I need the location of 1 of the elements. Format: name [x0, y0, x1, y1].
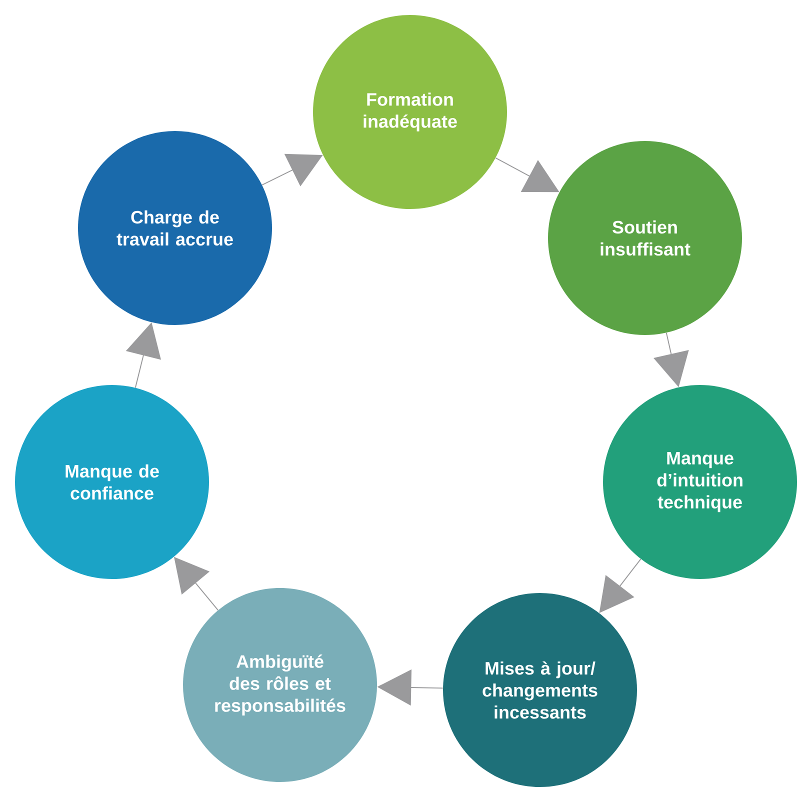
arrow: [599, 558, 642, 613]
